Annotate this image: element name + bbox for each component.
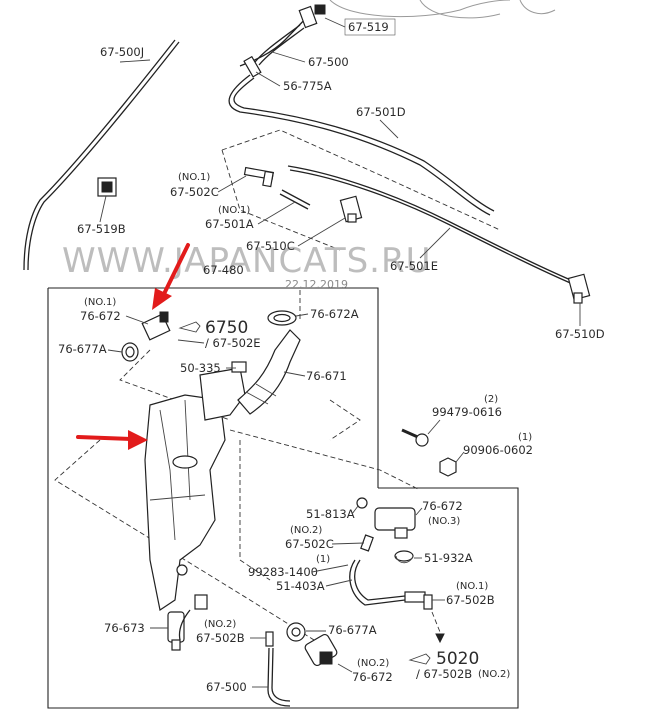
label-2: (2) [484, 394, 498, 405]
connector-67-519 [298, 4, 326, 29]
label-99283-1400: 99283-1400 [248, 565, 318, 579]
label-76-677a-bottom: 76-677A [328, 623, 377, 637]
hose-67-501a [281, 189, 311, 206]
grommet-76-677a-left [121, 342, 139, 362]
label-67-502c-mid: 67-502C [285, 537, 334, 551]
pump-76-672-no2 [304, 633, 338, 667]
label-no1-d: (NO.1) [456, 581, 488, 592]
label-no1-b: (NO.1) [218, 205, 250, 216]
nozzle-67-510d [567, 273, 591, 304]
filler-neck-76-671 [237, 329, 301, 415]
nozzle-67-510c [339, 195, 363, 223]
label-76-672-bottom: 76-672 [352, 670, 393, 684]
hose-51-403a [349, 559, 406, 606]
red-arrow-left [76, 430, 148, 450]
label-no1-a: (NO.1) [178, 172, 210, 183]
cap-76-672a [267, 310, 297, 326]
motor-76-673 [167, 611, 185, 651]
pump-76-672-no3 [356, 497, 416, 539]
watermark-text: WWW.JAPANCATS.RU [62, 241, 432, 281]
label-1-b: (1) [316, 554, 330, 565]
label-67-500j: 67-500J [100, 45, 144, 59]
label-67-502b-right: 67-502B [446, 593, 495, 607]
label-56-775a: 56-775A [283, 79, 332, 93]
label-67-510d: 67-510D [555, 327, 605, 341]
label-76-673: 76-673 [104, 621, 145, 635]
diagram-date: 22.12.2019 [285, 278, 348, 291]
label-67-510c: 67-510C [246, 239, 295, 253]
label-76-672a: 76-672A [310, 307, 359, 321]
label-67-480: 67-480 [203, 263, 244, 277]
hose-67-501e [289, 169, 576, 286]
label-6750: 6750 [205, 318, 248, 338]
label-67-500-bottom: 67-500 [206, 680, 247, 694]
label-no2-b: (NO.2) [204, 619, 236, 630]
label-67-502b-left: 67-502B [196, 631, 245, 645]
label-51-932a: 51-932A [424, 551, 473, 565]
label-1-a: (1) [518, 432, 532, 443]
label-90906-0602: 90906-0602 [463, 443, 533, 457]
level-sensor-76-672 [141, 311, 171, 341]
joint-67-502b-left [265, 631, 274, 647]
label-67-502b-bottom: / 67-502B [416, 667, 472, 681]
label-no1-c: (NO.1) [84, 297, 116, 308]
label-no2-a: (NO.2) [290, 525, 322, 536]
label-5020: 5020 [436, 649, 479, 669]
label-76-677a-left: 76-677A [58, 342, 107, 356]
bolt-99479 [401, 428, 429, 447]
hose-67-500j [23, 13, 311, 271]
label-50-335: 50-335 [180, 361, 221, 375]
nut-90906 [439, 457, 457, 477]
label-67-501d: 67-501D [356, 105, 406, 119]
joint-67-502c-top [243, 166, 275, 188]
label-99479-0616: 99479-0616 [432, 405, 502, 419]
clamp-51-932a [394, 550, 414, 564]
label-76-671: 76-671 [306, 369, 347, 383]
engine-bay-outline [329, 0, 556, 19]
label-67-519b: 67-519B [77, 222, 126, 236]
hose-67-500-bottom [267, 647, 291, 707]
frame-upper [48, 287, 379, 488]
label-67-501e: 67-501E [390, 259, 438, 273]
label-no3: (NO.3) [428, 516, 460, 527]
joint-56-775a [243, 55, 262, 78]
hose-67-501d [228, 74, 491, 216]
label-no2-c: (NO.2) [357, 658, 389, 669]
wire-harness [178, 594, 208, 641]
clip-67-519b [97, 177, 117, 197]
label-67-501a: 67-501A [205, 217, 254, 231]
ref-arrow-6750 [178, 321, 201, 333]
label-76-672-mid: 76-672 [422, 499, 463, 513]
label-67-500-top: 67-500 [308, 55, 349, 69]
joint-67-502b-right [404, 591, 433, 610]
arrow-down-5020 [435, 633, 445, 644]
ref-arrow-5020 [408, 653, 431, 665]
joint-67-502c-mid [360, 534, 374, 552]
bracket-50-335 [199, 361, 247, 421]
red-arrow-upper [152, 243, 190, 310]
label-67-519: 67-519 [348, 20, 389, 34]
label-51-403a: 51-403A [276, 579, 325, 593]
label-67-502e: / 67-502E [205, 336, 261, 350]
frame-lower [47, 288, 519, 709]
label-51-813a: 51-813A [306, 507, 355, 521]
label-76-672-top: 76-672 [80, 309, 121, 323]
label-no2-d: (NO.2) [478, 669, 510, 680]
grommet-76-677a-bottom [286, 622, 306, 642]
label-67-502c-top: 67-502C [170, 185, 219, 199]
washer-reservoir [144, 394, 226, 611]
